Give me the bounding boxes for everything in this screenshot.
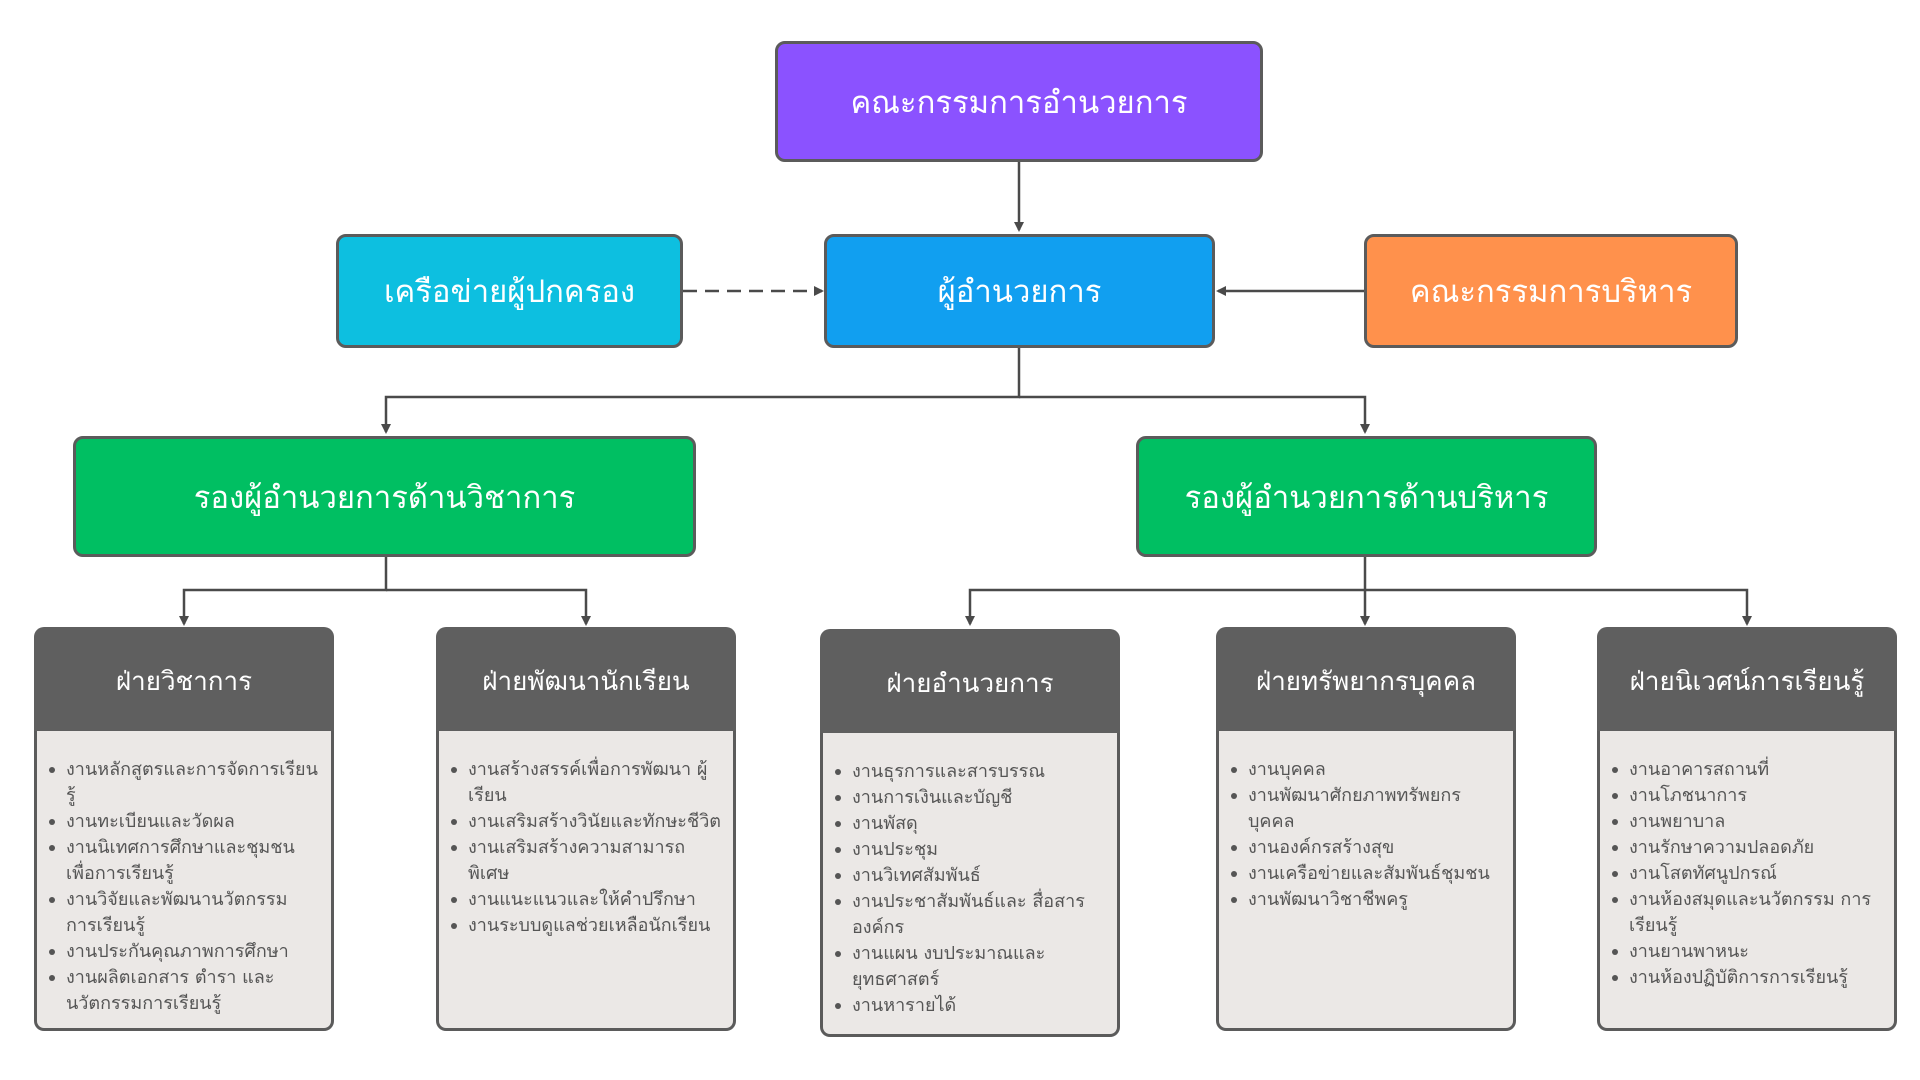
task-item: งานระบบดูแลช่วยเหลือนักเรียน (451, 913, 725, 939)
task-item: งานสร้างสรรค์เพื่อการพัฒนา ผู้เรียน (451, 757, 725, 809)
department-title: ฝ่ายทรัพยากรบุคคล (1216, 627, 1516, 735)
task-item: งานผลิตเอกสาร ตำรา และ นวัตกรรมการเรียนร… (49, 965, 323, 1017)
task-item: งานเสริมสร้างความสามารถพิเศษ (451, 835, 725, 887)
department-task-list: งานสร้างสรรค์เพื่อการพัฒนา ผู้เรียน งานเ… (439, 731, 733, 939)
task-item: งานหารายได้ (835, 993, 1109, 1019)
director-box: ผู้อำนวยการ (824, 234, 1215, 348)
department-task-list: งานธุรการและสารบรรณ งานการเงินและบัญชี ง… (823, 733, 1117, 1019)
connector-academic-to-dept-1 (179, 556, 388, 626)
task-item: งานวิจัยและพัฒนานวัตกรรม การเรียนรู้ (49, 887, 323, 939)
department-title: ฝ่ายนิเวศน์การเรียนรู้ (1597, 627, 1897, 735)
task-item: งานโภชนาการ (1612, 783, 1886, 809)
department-title: ฝ่ายวิชาการ (34, 627, 334, 735)
department-task-panel: งานสร้างสรรค์เพื่อการพัฒนา ผู้เรียน งานเ… (436, 731, 736, 1031)
connector-director-to-deputy-admin (1019, 395, 1370, 434)
connector-admin-to-dept-5 (1365, 588, 1752, 626)
task-item: งานแผน งบประมาณและ ยุทธศาสตร์ (835, 941, 1109, 993)
steering-committee-label: คณะกรรมการอำนวยการ (850, 84, 1188, 121)
task-item: งานพัฒนาวิชาชีพครู (1231, 887, 1505, 913)
task-item: งานการเงินและบัญชี (835, 785, 1109, 811)
task-item: งานพยาบาล (1612, 809, 1886, 835)
task-item: งานเสริมสร้างวินัยและทักษะชีวิต (451, 809, 725, 835)
task-item: งานแนะแนวและให้คำปรึกษา (451, 887, 725, 913)
parent-network-label: เครือข่ายผู้ปกครอง (383, 274, 636, 310)
task-item: งานทะเบียนและวัดผล (49, 809, 323, 835)
task-item: งานนิเทศการศึกษาและชุมชน เพื่อการเรียนรู… (49, 835, 323, 887)
department-task-panel: งานธุรการและสารบรรณ งานการเงินและบัญชี ง… (820, 733, 1120, 1037)
deputy-admin-label: รองผู้อำนวยการด้านบริหาร (1184, 479, 1549, 516)
director-label: ผู้อำนวยการ (937, 274, 1102, 310)
department-task-panel: งานหลักสูตรและการจัดการเรียนรู้ งานทะเบี… (34, 731, 334, 1031)
deputy-admin-box: รองผู้อำนวยการด้านบริหาร (1136, 436, 1597, 557)
task-item: งานประชุม (835, 837, 1109, 863)
task-item: งานบุคคล (1231, 757, 1505, 783)
department-title: ฝ่ายพัฒนานักเรียน (436, 627, 736, 735)
department-task-panel: งานบุคคล งานพัฒนาศักยภาพทรัพยกร บุคคล งา… (1216, 731, 1516, 1031)
connector-director-to-deputy-academic (381, 348, 1021, 434)
task-item: งานธุรการและสารบรรณ (835, 759, 1109, 785)
task-item: งานหลักสูตรและการจัดการเรียนรู้ (49, 757, 323, 809)
task-item: งานโสตทัศนูปกรณ์ (1612, 861, 1886, 887)
task-item: งานห้องสมุดและนวัตกรรม การเรียนรู้ (1612, 887, 1886, 939)
department-task-list: งานบุคคล งานพัฒนาศักยภาพทรัพยกร บุคคล งา… (1219, 731, 1513, 913)
deputy-academic-label: รองผู้อำนวยการด้านวิชาการ (193, 479, 576, 516)
task-item: งานรักษาความปลอดภัย (1612, 835, 1886, 861)
deputy-academic-box: รองผู้อำนวยการด้านวิชาการ (73, 436, 696, 557)
task-item: งานองค์กรสร้างสุข (1231, 835, 1505, 861)
connector-academic-to-dept-2 (386, 588, 591, 626)
task-item: งานพัสดุ (835, 811, 1109, 837)
admin-committee-label: คณะกรรมการบริหาร (1409, 274, 1693, 310)
task-item: งานประกันคุณภาพการศึกษา (49, 939, 323, 965)
steering-committee-box: คณะกรรมการอำนวยการ (775, 41, 1263, 162)
department-task-list: งานอาคารสถานที่ งานโภชนาการ งานพยาบาล งา… (1600, 731, 1894, 991)
task-item: งานเครือข่ายและสัมพันธ์ชุมชน (1231, 861, 1505, 887)
connector-admin-to-dept-3 (965, 556, 1367, 626)
task-item: งานยานพาหนะ (1612, 939, 1886, 965)
department-task-list: งานหลักสูตรและการจัดการเรียนรู้ งานทะเบี… (37, 731, 331, 1017)
task-item: งานประชาสัมพันธ์และ สื่อสารองค์กร (835, 889, 1109, 941)
task-item: งานวิเทศสัมพันธ์ (835, 863, 1109, 889)
task-item: งานห้องปฏิบัติการการเรียนรู้ (1612, 965, 1886, 991)
admin-committee-box: คณะกรรมการบริหาร (1364, 234, 1738, 348)
department-title: ฝ่ายอำนวยการ (820, 629, 1120, 737)
department-task-panel: งานอาคารสถานที่ งานโภชนาการ งานพยาบาล งา… (1597, 731, 1897, 1031)
task-item: งานอาคารสถานที่ (1612, 757, 1886, 783)
task-item: งานพัฒนาศักยภาพทรัพยกร บุคคล (1231, 783, 1505, 835)
parent-network-box: เครือข่ายผู้ปกครอง (336, 234, 683, 348)
